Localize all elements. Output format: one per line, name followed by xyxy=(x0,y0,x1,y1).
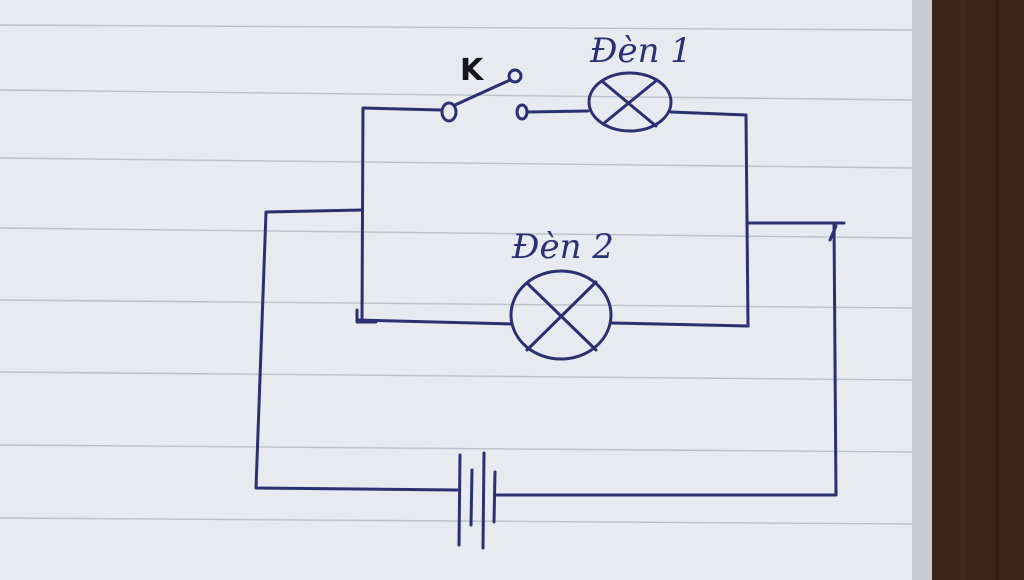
wire-lamp2-right xyxy=(610,321,750,328)
rule-line xyxy=(0,227,913,239)
wire-right-tick xyxy=(828,224,838,242)
wood-table xyxy=(932,0,1024,580)
switch-blade xyxy=(453,78,512,107)
rule-line xyxy=(0,299,913,309)
battery-plate-short-1 xyxy=(469,468,474,527)
ruled-lines xyxy=(0,24,913,525)
battery-icon xyxy=(457,451,497,550)
lamp2-label: Đèn 2 xyxy=(511,227,614,267)
circuit-wires xyxy=(254,106,846,497)
wire-outer-right-down xyxy=(495,221,838,497)
notebook-paper xyxy=(0,0,930,580)
rule-line xyxy=(0,89,913,101)
lamp1-label: Đèn 1 xyxy=(589,31,692,71)
rule-line xyxy=(0,157,913,169)
open-switch-icon xyxy=(440,68,529,123)
wood-grain xyxy=(960,0,966,580)
lamp2-cross-b xyxy=(525,280,598,352)
battery-plate-long-2 xyxy=(481,451,486,550)
wood-grain-2 xyxy=(995,0,999,580)
lamp2-bulb xyxy=(509,269,613,361)
wire-left-junction-tick xyxy=(355,308,378,324)
switch-terminal-left xyxy=(440,101,458,123)
lamp1-cross-b xyxy=(601,78,659,126)
rule-line xyxy=(0,24,913,31)
wire-outer-left xyxy=(254,208,459,492)
wire-top-left xyxy=(360,106,442,322)
switch-label: K xyxy=(460,53,485,88)
battery-plate-long-1 xyxy=(457,453,462,547)
lamp-icon xyxy=(587,71,673,133)
rule-line xyxy=(0,371,913,381)
wire-switch-lamp1 xyxy=(525,109,590,114)
lamp1-bulb xyxy=(587,71,673,133)
wire-lamp2-left xyxy=(355,318,514,326)
lamp-icon xyxy=(509,269,613,361)
switch-terminal-right xyxy=(515,103,529,121)
rule-line xyxy=(0,517,913,525)
wire-lamp1-right xyxy=(669,110,750,328)
page-edge xyxy=(912,0,934,580)
battery-plate-short-2 xyxy=(492,470,497,524)
rule-line xyxy=(0,444,913,453)
switch-blade-tip xyxy=(507,68,523,84)
